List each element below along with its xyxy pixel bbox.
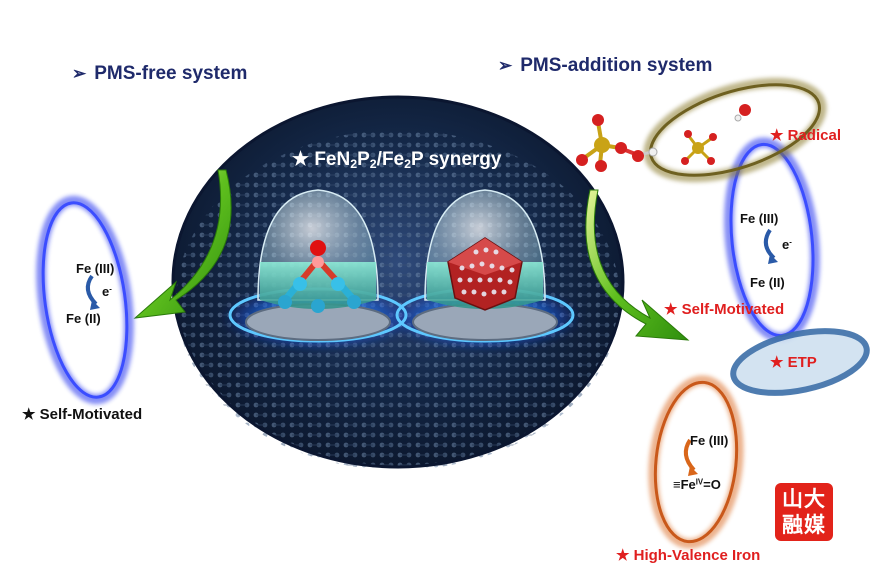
star-icon: ★: [770, 127, 784, 144]
star-icon: ★: [616, 547, 630, 564]
green-arrow-left: [133, 169, 232, 319]
title-fen: FeN: [314, 149, 351, 170]
high-valence-label: ★ High-Valence Iron: [616, 548, 760, 563]
header-pms-free-text: PMS-free system: [94, 63, 248, 84]
left-fe3-label: Fe (III): [76, 261, 115, 276]
star-icon: ★: [664, 301, 678, 318]
star-icon: ★: [770, 354, 784, 371]
title-suffix: P synergy: [411, 149, 502, 170]
left-blue-cycle: [36, 195, 134, 405]
electron-sup: -: [789, 237, 792, 247]
left-self-motivated-text: Self-Motivated: [39, 406, 143, 423]
ferryl-sup: IV: [695, 477, 704, 487]
self-motivated-text: Self-Motivated: [681, 301, 785, 318]
header-arrow-icon: ➢: [72, 64, 87, 83]
header-pms-free: ➢ PMS-free system: [72, 64, 247, 83]
left-fe2-label: Fe (II): [66, 311, 101, 326]
electron-text: e: [782, 237, 790, 252]
radical-label: ★ Radical: [770, 128, 841, 143]
left-electron-label: e-: [102, 285, 112, 298]
header-pms-addition: ➢ PMS-addition system: [498, 56, 712, 75]
radical-species: [681, 104, 751, 165]
fe2p-dome: [424, 189, 546, 311]
title-fe2: /Fe: [376, 149, 405, 170]
brand-logo: 山大 融媒: [775, 483, 833, 541]
radical-ring: [643, 77, 827, 183]
green-arrow-right: [585, 189, 690, 341]
right-fe2-label: Fe (II): [750, 275, 785, 290]
electron-text: e: [102, 284, 110, 299]
electron-sup: -: [109, 284, 112, 294]
ferryl-prefix: ≡Fe: [673, 477, 696, 492]
title-sub2: 2: [369, 157, 377, 172]
left-self-motivated: ★ Self-Motivated: [22, 407, 142, 422]
title-p: P: [357, 149, 370, 170]
high-valence-ring: [648, 375, 744, 549]
title-sub1: 2: [350, 157, 358, 172]
fen2p2-dome: [257, 189, 379, 313]
header-arrow-icon: ➢: [498, 56, 513, 75]
right-fe3-label: Fe (III): [740, 211, 779, 226]
title-sub3: 2: [404, 157, 411, 172]
etp-text: ETP: [787, 354, 817, 371]
self-motivated-label: ★ Self-Motivated: [664, 302, 784, 317]
star-icon: ★: [292, 149, 310, 170]
ferryl-fe3-label: Fe (III): [690, 433, 729, 448]
ferryl-species-label: ≡FeIV=O: [673, 478, 721, 491]
high-valence-text: High-Valence Iron: [633, 547, 761, 564]
ferryl-suffix: =O: [703, 477, 721, 492]
pms-molecule: [576, 114, 658, 172]
radical-text: Radical: [787, 127, 841, 144]
etp-label: ★ ETP: [770, 355, 817, 370]
center-title: ★ FeN2P2/Fe2P synergy: [292, 150, 501, 170]
logo-line2: 融媒: [782, 513, 826, 537]
logo-line1: 山大: [782, 487, 826, 511]
right-electron-label: e-: [782, 238, 792, 251]
etp-ring: [730, 328, 870, 396]
star-icon: ★: [22, 406, 36, 423]
header-pms-addition-text: PMS-addition system: [520, 55, 713, 76]
